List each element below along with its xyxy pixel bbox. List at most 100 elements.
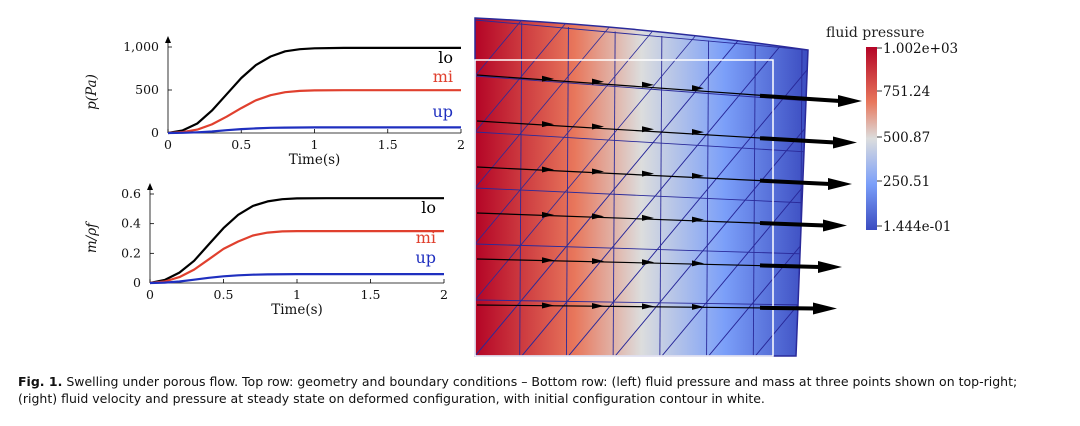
colorbar-title: fluid pressure [826, 25, 925, 41]
x-axis-label: Time(s) [289, 152, 341, 168]
velocity-arrowhead-small-icon [642, 259, 654, 266]
mesh-diagonal [801, 19, 808, 356]
velocity-arrow-shaft [759, 93, 841, 103]
velocity-arrowhead-small-icon [692, 172, 704, 179]
velocity-arrowhead-small-icon [592, 168, 604, 175]
velocity-arrowhead-small-icon [692, 260, 704, 267]
deformed-mesh-pressure-field [474, 17, 1080, 357]
velocity-arrow-shaft [759, 136, 836, 145]
series-line-up [167, 126, 461, 135]
x-tick-label: 0 [164, 137, 172, 152]
y-tick-label: 0.6 [121, 186, 141, 201]
series-label-lo: lo [438, 48, 453, 67]
mesh-diagonal [475, 19, 569, 356]
pressure-colorbar: fluid pressure 1.002e+03751.24500.87250.… [826, 25, 958, 235]
velocity-arrow-shaft [759, 221, 826, 228]
mesh-diagonal [708, 19, 808, 356]
y-tick-label: 0.4 [121, 216, 141, 231]
velocity-arrowhead-small-icon [692, 216, 704, 223]
mesh-diagonal [989, 20, 1080, 356]
caption-label: Fig. 1. [18, 374, 63, 389]
velocity-arrowhead-small-icon [642, 126, 654, 133]
velocity-arrowhead-small-icon [642, 303, 654, 310]
colorbar-tick-label: 1.444e-01 [883, 219, 951, 235]
mesh-domain [475, 18, 808, 356]
velocity-arrowhead-small-icon [692, 129, 704, 136]
mesh-diagonal [568, 19, 808, 356]
mesh-line [475, 75, 808, 102]
initial-configuration-contour [474, 59, 774, 357]
series-line-lo [149, 197, 444, 285]
velocity-arrowhead-icon [813, 302, 837, 315]
velocity-arrowhead-small-icon [542, 257, 554, 264]
series-label-lo: lo [421, 198, 436, 217]
colorbar-tick-label: 751.24 [883, 84, 930, 100]
velocity-arrowhead-icon [833, 136, 857, 149]
series-label-mi: mi [416, 228, 436, 247]
velocity-arrowhead-icon [823, 219, 847, 232]
velocity-arrowhead-icon [818, 261, 842, 273]
mesh-outline [474, 17, 809, 357]
mesh-diagonal [1036, 20, 1080, 356]
series-line-mi [167, 89, 461, 135]
velocity-arrowhead-small-icon [542, 121, 554, 128]
velocity-arrowhead-small-icon [642, 214, 654, 221]
y-axis-label: p(Pa) [84, 74, 100, 110]
velocity-arrow-shaft [759, 178, 831, 186]
mesh-line [475, 187, 808, 204]
series-label-up: up [432, 102, 453, 121]
y-tick-label: 0 [151, 125, 159, 140]
caption-text: Swelling under porous flow. Top row: geo… [18, 374, 1018, 406]
velocity-arrowhead-small-icon [592, 302, 604, 309]
y-tick-label: 1,000 [123, 39, 159, 54]
velocity-arrowhead-small-icon [542, 75, 554, 82]
colorbar-tick-label: 250.51 [883, 174, 930, 190]
y-tick-label: 0.2 [121, 245, 141, 260]
figure-caption: Fig. 1. Swelling under porous flow. Top … [18, 373, 1058, 407]
y-tick-label: 500 [135, 82, 159, 97]
velocity-arrowhead-small-icon [592, 78, 604, 85]
x-tick-label: 2 [457, 137, 465, 152]
velocity-arrowhead-small-icon [542, 211, 554, 218]
velocity-arrowhead-small-icon [542, 302, 554, 309]
velocity-arrowhead-small-icon [642, 170, 654, 177]
y-axis-arrow-icon [147, 183, 153, 190]
velocity-arrowhead-small-icon [692, 85, 704, 92]
fluid-velocity-arrows [476, 74, 862, 315]
mesh-diagonal [475, 19, 756, 356]
y-axis-arrow-icon [165, 36, 171, 43]
series-line-up [149, 273, 444, 285]
mesh-diagonal [614, 19, 808, 356]
mesh-diagonal [521, 19, 803, 356]
velocity-arrowhead-small-icon [642, 81, 654, 88]
mesh-line [475, 19, 808, 51]
x-tick-label: 1 [311, 137, 319, 152]
y-tick-label: 0 [133, 275, 141, 290]
velocity-arrowhead-small-icon [592, 258, 604, 265]
series-line-mi [149, 230, 444, 285]
mesh-diagonal [475, 19, 663, 356]
x-axis-label: Time(s) [271, 302, 323, 318]
velocity-arrowhead-small-icon [592, 123, 604, 130]
x-tick-label: 0 [146, 287, 154, 302]
y-axis-label: m/ρf [84, 221, 100, 253]
series-label-mi: mi [433, 67, 453, 86]
velocity-arrowhead-small-icon [542, 166, 554, 173]
mesh-diagonal [801, 19, 808, 356]
colorbar-bar [866, 47, 877, 230]
velocity-arrowhead-icon [828, 178, 852, 190]
velocity-arrow-shaft [759, 263, 821, 269]
velocity-arrowhead-small-icon [692, 303, 704, 310]
x-tick-label: 0.5 [214, 287, 234, 302]
x-tick-label: 1 [293, 287, 301, 302]
series-label-up: up [415, 248, 436, 267]
x-tick-label: 1.5 [378, 137, 398, 152]
velocity-arrowhead-icon [838, 95, 862, 107]
x-tick-label: 0.5 [231, 137, 251, 152]
x-tick-label: 1.5 [361, 287, 381, 302]
series-line-lo [167, 46, 461, 135]
mesh-line [475, 131, 808, 153]
mesh-diagonal [942, 20, 1080, 356]
